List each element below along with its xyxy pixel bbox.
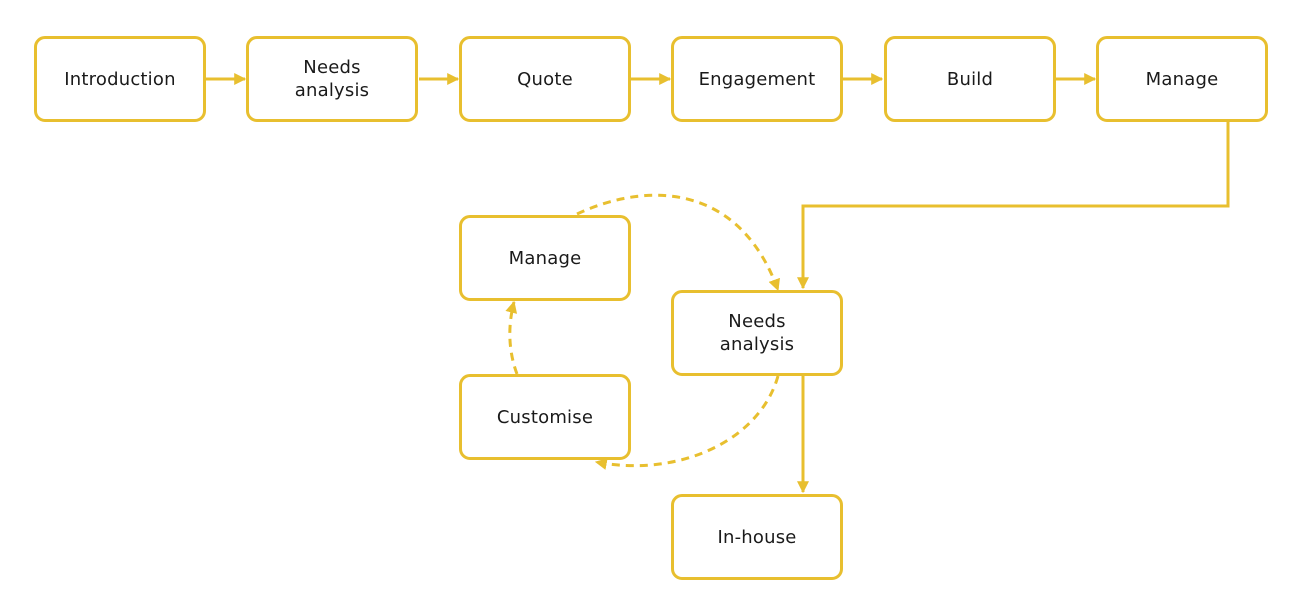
node-cycle-customise-label: Customise (496, 406, 594, 428)
cycle-arc-manage-to-needs-analysis (576, 193, 780, 292)
cycle-arc-needs-analysis-to-customise (594, 375, 780, 470)
node-needs-analysis: Needs analysis (246, 36, 418, 122)
node-build: Build (884, 36, 1056, 122)
node-cycle-manage: Manage (459, 215, 631, 301)
node-introduction-label: Introduction (64, 68, 176, 90)
node-in-house: In-house (671, 494, 843, 580)
node-manage: Manage (1096, 36, 1268, 122)
node-engagement-label: Engagement (698, 68, 816, 90)
node-quote: Quote (459, 36, 631, 122)
node-cycle-needs-analysis: Needs analysis (671, 290, 843, 376)
node-cycle-manage-label: Manage (508, 247, 582, 269)
node-manage-label: Manage (1145, 68, 1219, 90)
node-in-house-label: In-house (717, 526, 797, 548)
cycle-arc-customise-to-manage (505, 300, 519, 375)
node-introduction: Introduction (34, 36, 206, 122)
node-build-label: Build (946, 68, 994, 90)
node-cycle-needs-analysis-label: Needs analysis (719, 311, 795, 355)
node-needs-analysis-label: Needs analysis (294, 57, 370, 101)
node-quote-label: Quote (517, 68, 573, 90)
node-engagement: Engagement (671, 36, 843, 122)
node-cycle-customise: Customise (459, 374, 631, 460)
arrow-manage-to-cycle-needs-analysis (797, 122, 1230, 290)
